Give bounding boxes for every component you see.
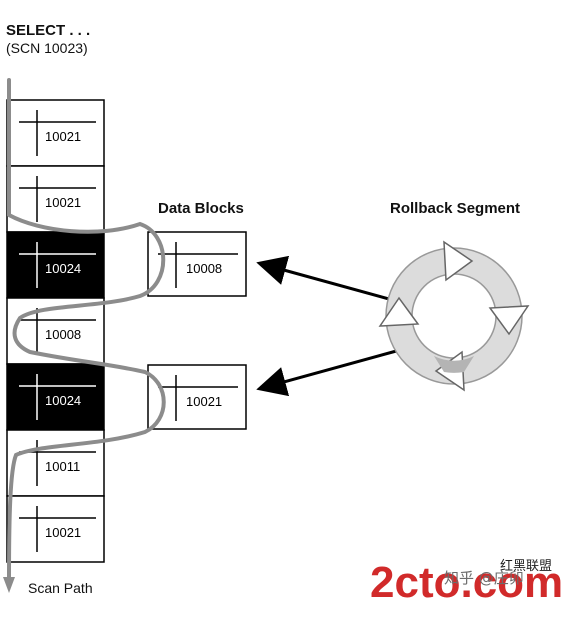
watermark-logo: 2cto.com 红黑联盟 知乎 @庄卯 — [370, 558, 563, 607]
watermark-zhihu-text: 知乎 @庄卯 — [444, 569, 524, 587]
rollback-segment-title: Rollback Segment — [390, 200, 521, 217]
data-block-scn: 10008 — [186, 261, 222, 276]
block-stack: 10021 10021 10024 10008 10024 10011 10021 — [6, 99, 105, 563]
stack-cell: 10021 — [6, 99, 105, 167]
query-label: SELECT . . . (SCN 10023) — [6, 22, 90, 56]
rollback-arrow-lower — [256, 348, 401, 397]
stack-cell-scn: 10008 — [45, 327, 81, 342]
rollback-segment-icon — [378, 240, 530, 392]
data-blocks-title: Data Blocks — [158, 200, 244, 217]
stack-cell: 10024 — [6, 231, 105, 299]
data-block-scn: 10021 — [186, 394, 222, 409]
stack-cell-scn: 10021 — [45, 195, 81, 210]
stack-cell-scn: 10024 — [45, 261, 81, 276]
watermark-cn-text: 红黑联盟 — [500, 558, 552, 574]
stack-cell: 10021 — [6, 495, 105, 563]
scan-path-line — [7, 78, 166, 580]
stack-cell: 10011 — [6, 429, 105, 497]
query-scn-text: (SCN 10023) — [6, 40, 88, 56]
stack-cell-scn: 10021 — [45, 129, 81, 144]
stack-cell-scn: 10021 — [45, 525, 81, 540]
query-select-text: SELECT . . . — [6, 22, 91, 39]
stack-cell: 10024 — [6, 363, 105, 431]
stack-cell-scn: 10011 — [45, 459, 80, 474]
scan-path-arrowhead — [3, 577, 15, 593]
scan-path-label: Scan Path — [28, 580, 93, 596]
stack-cell-scn: 10024 — [45, 393, 81, 408]
watermark-logo-text: 2cto.com — [370, 558, 563, 607]
rollback-arrow-upper — [256, 255, 401, 304]
